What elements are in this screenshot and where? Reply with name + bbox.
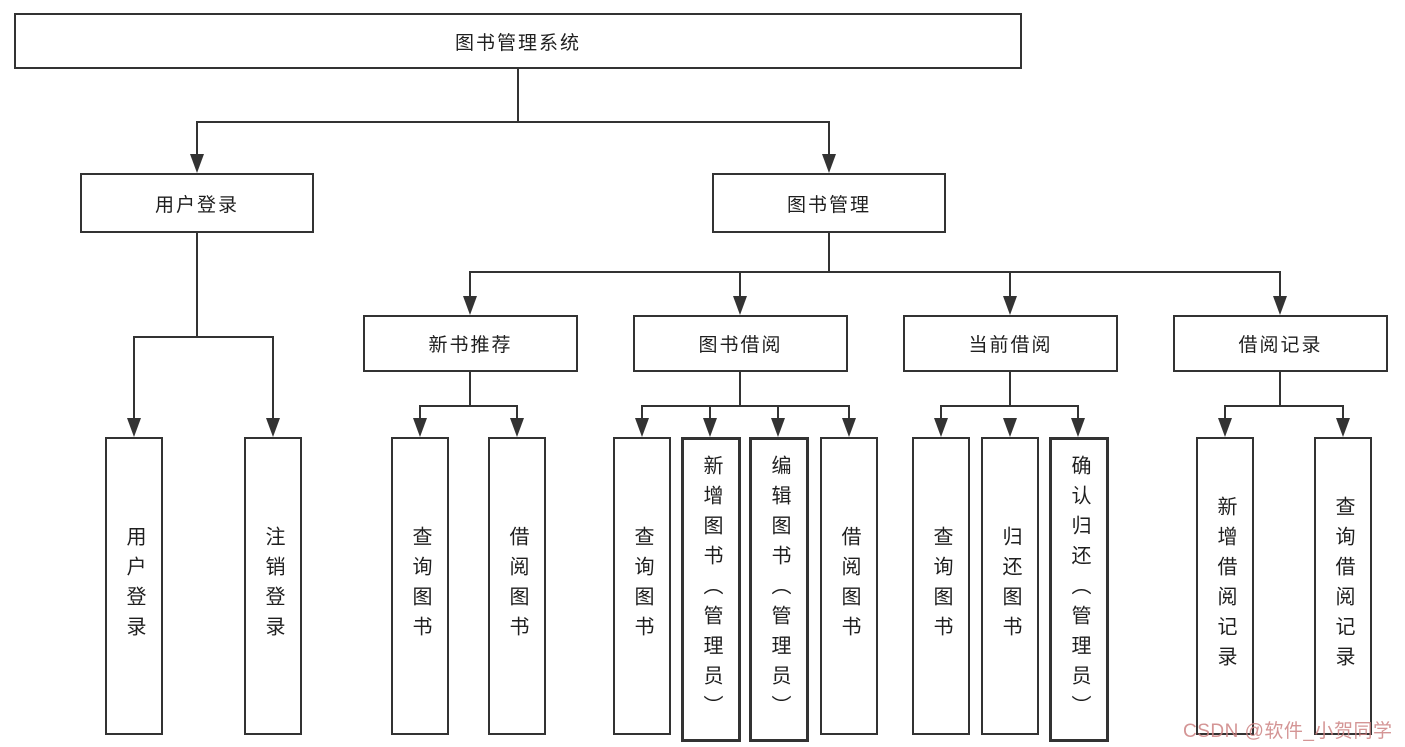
leaf-borrow-books-recommend: 借阅图书 [488, 437, 546, 735]
connector-current-to-children [934, 371, 1085, 437]
node-book-borrow: 图书借阅 [633, 315, 848, 372]
leaf-query-borrow-record: 查询借阅记录 [1314, 437, 1372, 735]
connector-borrow-to-children [635, 371, 856, 437]
leaf-logout: 注销登录 [244, 437, 302, 735]
node-user-login: 用户登录 [80, 173, 314, 233]
connector-login-to-children [127, 232, 280, 437]
connector-mgmt-to-level3 [463, 232, 1287, 315]
connector-root-to-level2 [190, 68, 836, 173]
connector-recommend-to-children [413, 371, 524, 437]
leaf-borrow-books: 借阅图书 [820, 437, 878, 735]
leaf-user-login: 用户登录 [105, 437, 163, 735]
leaf-query-books-borrow: 查询图书 [613, 437, 671, 735]
node-current-borrow: 当前借阅 [903, 315, 1118, 372]
leaf-return-book: 归还图书 [981, 437, 1039, 735]
leaf-add-borrow-record: 新增借阅记录 [1196, 437, 1254, 735]
csdn-watermark: CSDN @软件_小贺同学 [1183, 721, 1393, 742]
leaf-query-books-recommend: 查询图书 [391, 437, 449, 735]
node-new-book-recommend: 新书推荐 [363, 315, 578, 372]
node-borrow-records: 借阅记录 [1173, 315, 1388, 372]
leaf-edit-book-admin: 编辑图书（管理员） [749, 437, 809, 742]
leaf-confirm-return-admin: 确认归还（管理员） [1049, 437, 1109, 742]
node-book-management: 图书管理 [712, 173, 946, 233]
node-library-system: 图书管理系统 [14, 13, 1022, 69]
leaf-query-books-current: 查询图书 [912, 437, 970, 735]
connector-records-to-children [1218, 371, 1350, 437]
leaf-add-book-admin: 新增图书（管理员） [681, 437, 741, 742]
